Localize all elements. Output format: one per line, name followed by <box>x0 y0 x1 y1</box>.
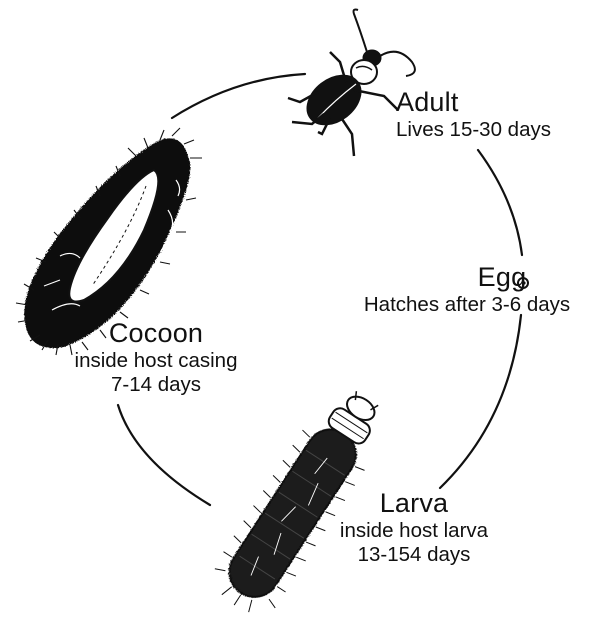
adult-title: Adult <box>396 87 551 118</box>
arc-egg-to-larva <box>440 315 521 488</box>
larva-location: inside host larva <box>308 519 520 543</box>
adult-label: Adult Lives 15-30 days <box>396 87 551 142</box>
egg-duration: Hatches after 3-6 days <box>329 293 605 317</box>
cocoon-duration: 7-14 days <box>40 373 272 397</box>
egg-title: Egg <box>329 262 605 293</box>
arc-cocoon-to-adult <box>172 74 305 118</box>
arc-adult-to-egg <box>478 150 522 255</box>
cocoon-label: Cocoon inside host casing 7-14 days <box>40 318 272 396</box>
adult-duration: Lives 15-30 days <box>396 118 551 142</box>
arc-larva-to-cocoon <box>118 405 210 505</box>
cocoon-title: Cocoon <box>40 318 272 349</box>
larva-duration: 13-154 days <box>308 543 520 567</box>
larva-label: Larva inside host larva 13-154 days <box>308 488 520 566</box>
larva-title: Larva <box>308 488 520 519</box>
egg-label: Egg Hatches after 3-6 days <box>329 262 605 317</box>
cocoon-location: inside host casing <box>40 349 272 373</box>
